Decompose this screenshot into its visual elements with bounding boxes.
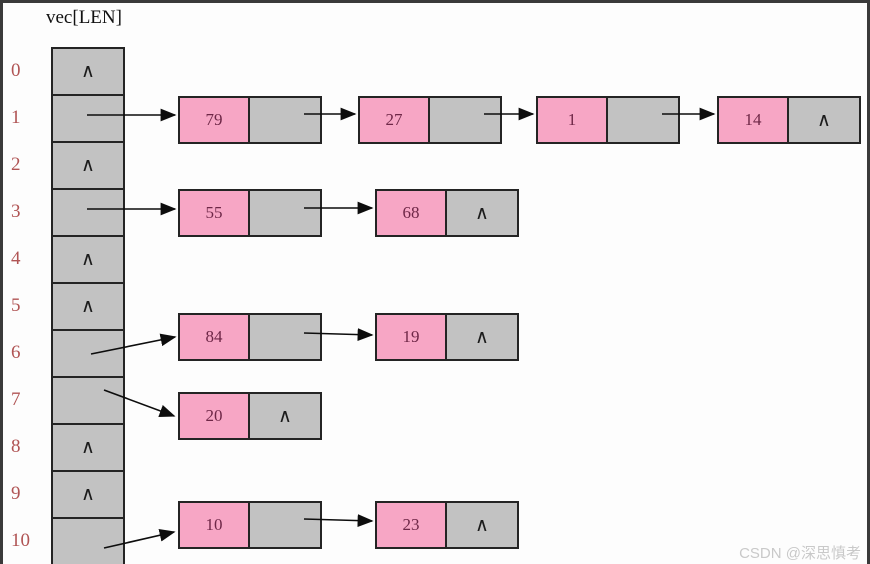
node-value: 1 (538, 98, 608, 142)
list-node: 55 (178, 189, 322, 237)
node-value: 68 (377, 191, 447, 235)
array-index-label: 1 (11, 107, 21, 128)
array-slot-3 (51, 188, 125, 237)
node-value: 23 (377, 503, 447, 547)
array-slot-8: ∧ (51, 423, 125, 472)
list-node: 79 (178, 96, 322, 144)
array-title: vec[LEN] (46, 7, 122, 28)
node-value: 19 (377, 315, 447, 359)
list-node: 27 (358, 96, 502, 144)
node-null-pointer: ∧ (447, 503, 517, 547)
null-symbol: ∧ (81, 484, 95, 505)
node-value: 84 (180, 315, 250, 359)
node-null-pointer: ∧ (789, 98, 859, 142)
array-index-label: 5 (11, 295, 21, 316)
node-value: 14 (719, 98, 789, 142)
null-symbol: ∧ (81, 61, 95, 82)
node-value: 10 (180, 503, 250, 547)
array-slot-4: ∧ (51, 235, 125, 284)
list-node: 68 ∧ (375, 189, 519, 237)
array-slot-6 (51, 329, 125, 378)
array-slot-0: ∧ (51, 47, 125, 96)
array-slot-2: ∧ (51, 141, 125, 190)
array-index-label: 3 (11, 201, 21, 222)
list-node: 23 ∧ (375, 501, 519, 549)
array-slot-9: ∧ (51, 470, 125, 519)
array-index-label: 8 (11, 436, 21, 457)
node-value: 79 (180, 98, 250, 142)
array-index-label: 6 (11, 342, 21, 363)
node-next-pointer (608, 98, 678, 142)
node-next-pointer (250, 315, 320, 359)
array-slot-10 (51, 517, 125, 564)
pointer-arrows (87, 107, 716, 549)
null-symbol: ∧ (81, 249, 95, 270)
list-node: 14 ∧ (717, 96, 861, 144)
null-symbol: ∧ (81, 155, 95, 176)
null-symbol: ∧ (81, 296, 95, 317)
node-value: 20 (180, 394, 250, 438)
list-node: 10 (178, 501, 322, 549)
node-value: 55 (180, 191, 250, 235)
array-index-label: 2 (11, 154, 21, 175)
array-slot-7 (51, 376, 125, 425)
null-symbol: ∧ (81, 437, 95, 458)
node-next-pointer (250, 191, 320, 235)
node-null-pointer: ∧ (250, 394, 320, 438)
array-index-label: 0 (11, 60, 21, 81)
array-index-label: 9 (11, 483, 21, 504)
array-index-label: 10 (11, 530, 30, 551)
node-next-pointer (430, 98, 500, 142)
list-node: 84 (178, 313, 322, 361)
array-index-label: 4 (11, 248, 21, 269)
node-next-pointer (250, 503, 320, 547)
list-node: 1 (536, 96, 680, 144)
node-null-pointer: ∧ (447, 315, 517, 359)
watermark: CSDN @深思慎考 (739, 545, 861, 562)
array-index-label: 7 (11, 389, 21, 410)
list-node: 19 ∧ (375, 313, 519, 361)
array-slot-1 (51, 94, 125, 143)
node-value: 27 (360, 98, 430, 142)
node-null-pointer: ∧ (447, 191, 517, 235)
list-node: 20 ∧ (178, 392, 322, 440)
node-next-pointer (250, 98, 320, 142)
array-slot-5: ∧ (51, 282, 125, 331)
